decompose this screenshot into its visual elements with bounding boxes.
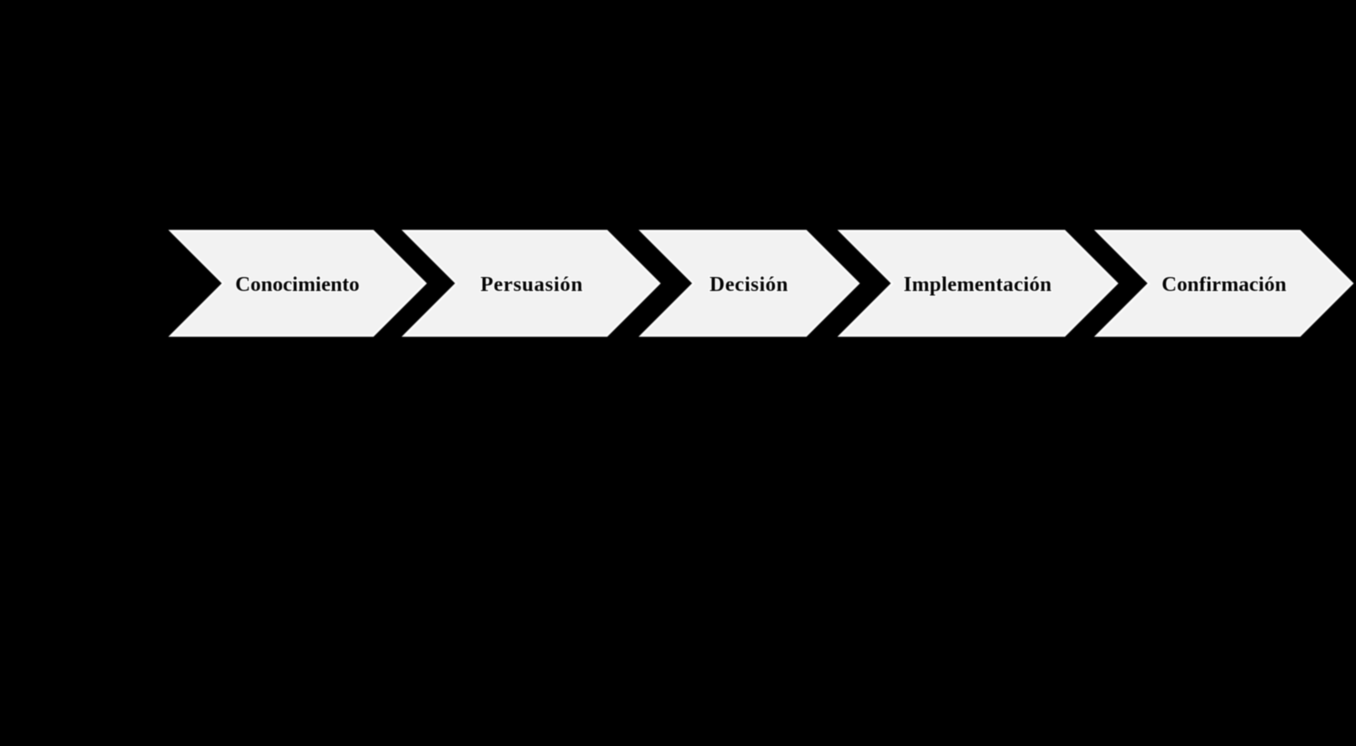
svg-text:Conocimiento: Conocimiento — [235, 272, 359, 296]
svg-text:Implementación: Implementación — [904, 272, 1052, 296]
svg-text:Confirmación: Confirmación — [1162, 272, 1287, 296]
svg-text:Persuasión: Persuasión — [480, 272, 583, 296]
svg-text:Decisión: Decisión — [710, 272, 789, 296]
